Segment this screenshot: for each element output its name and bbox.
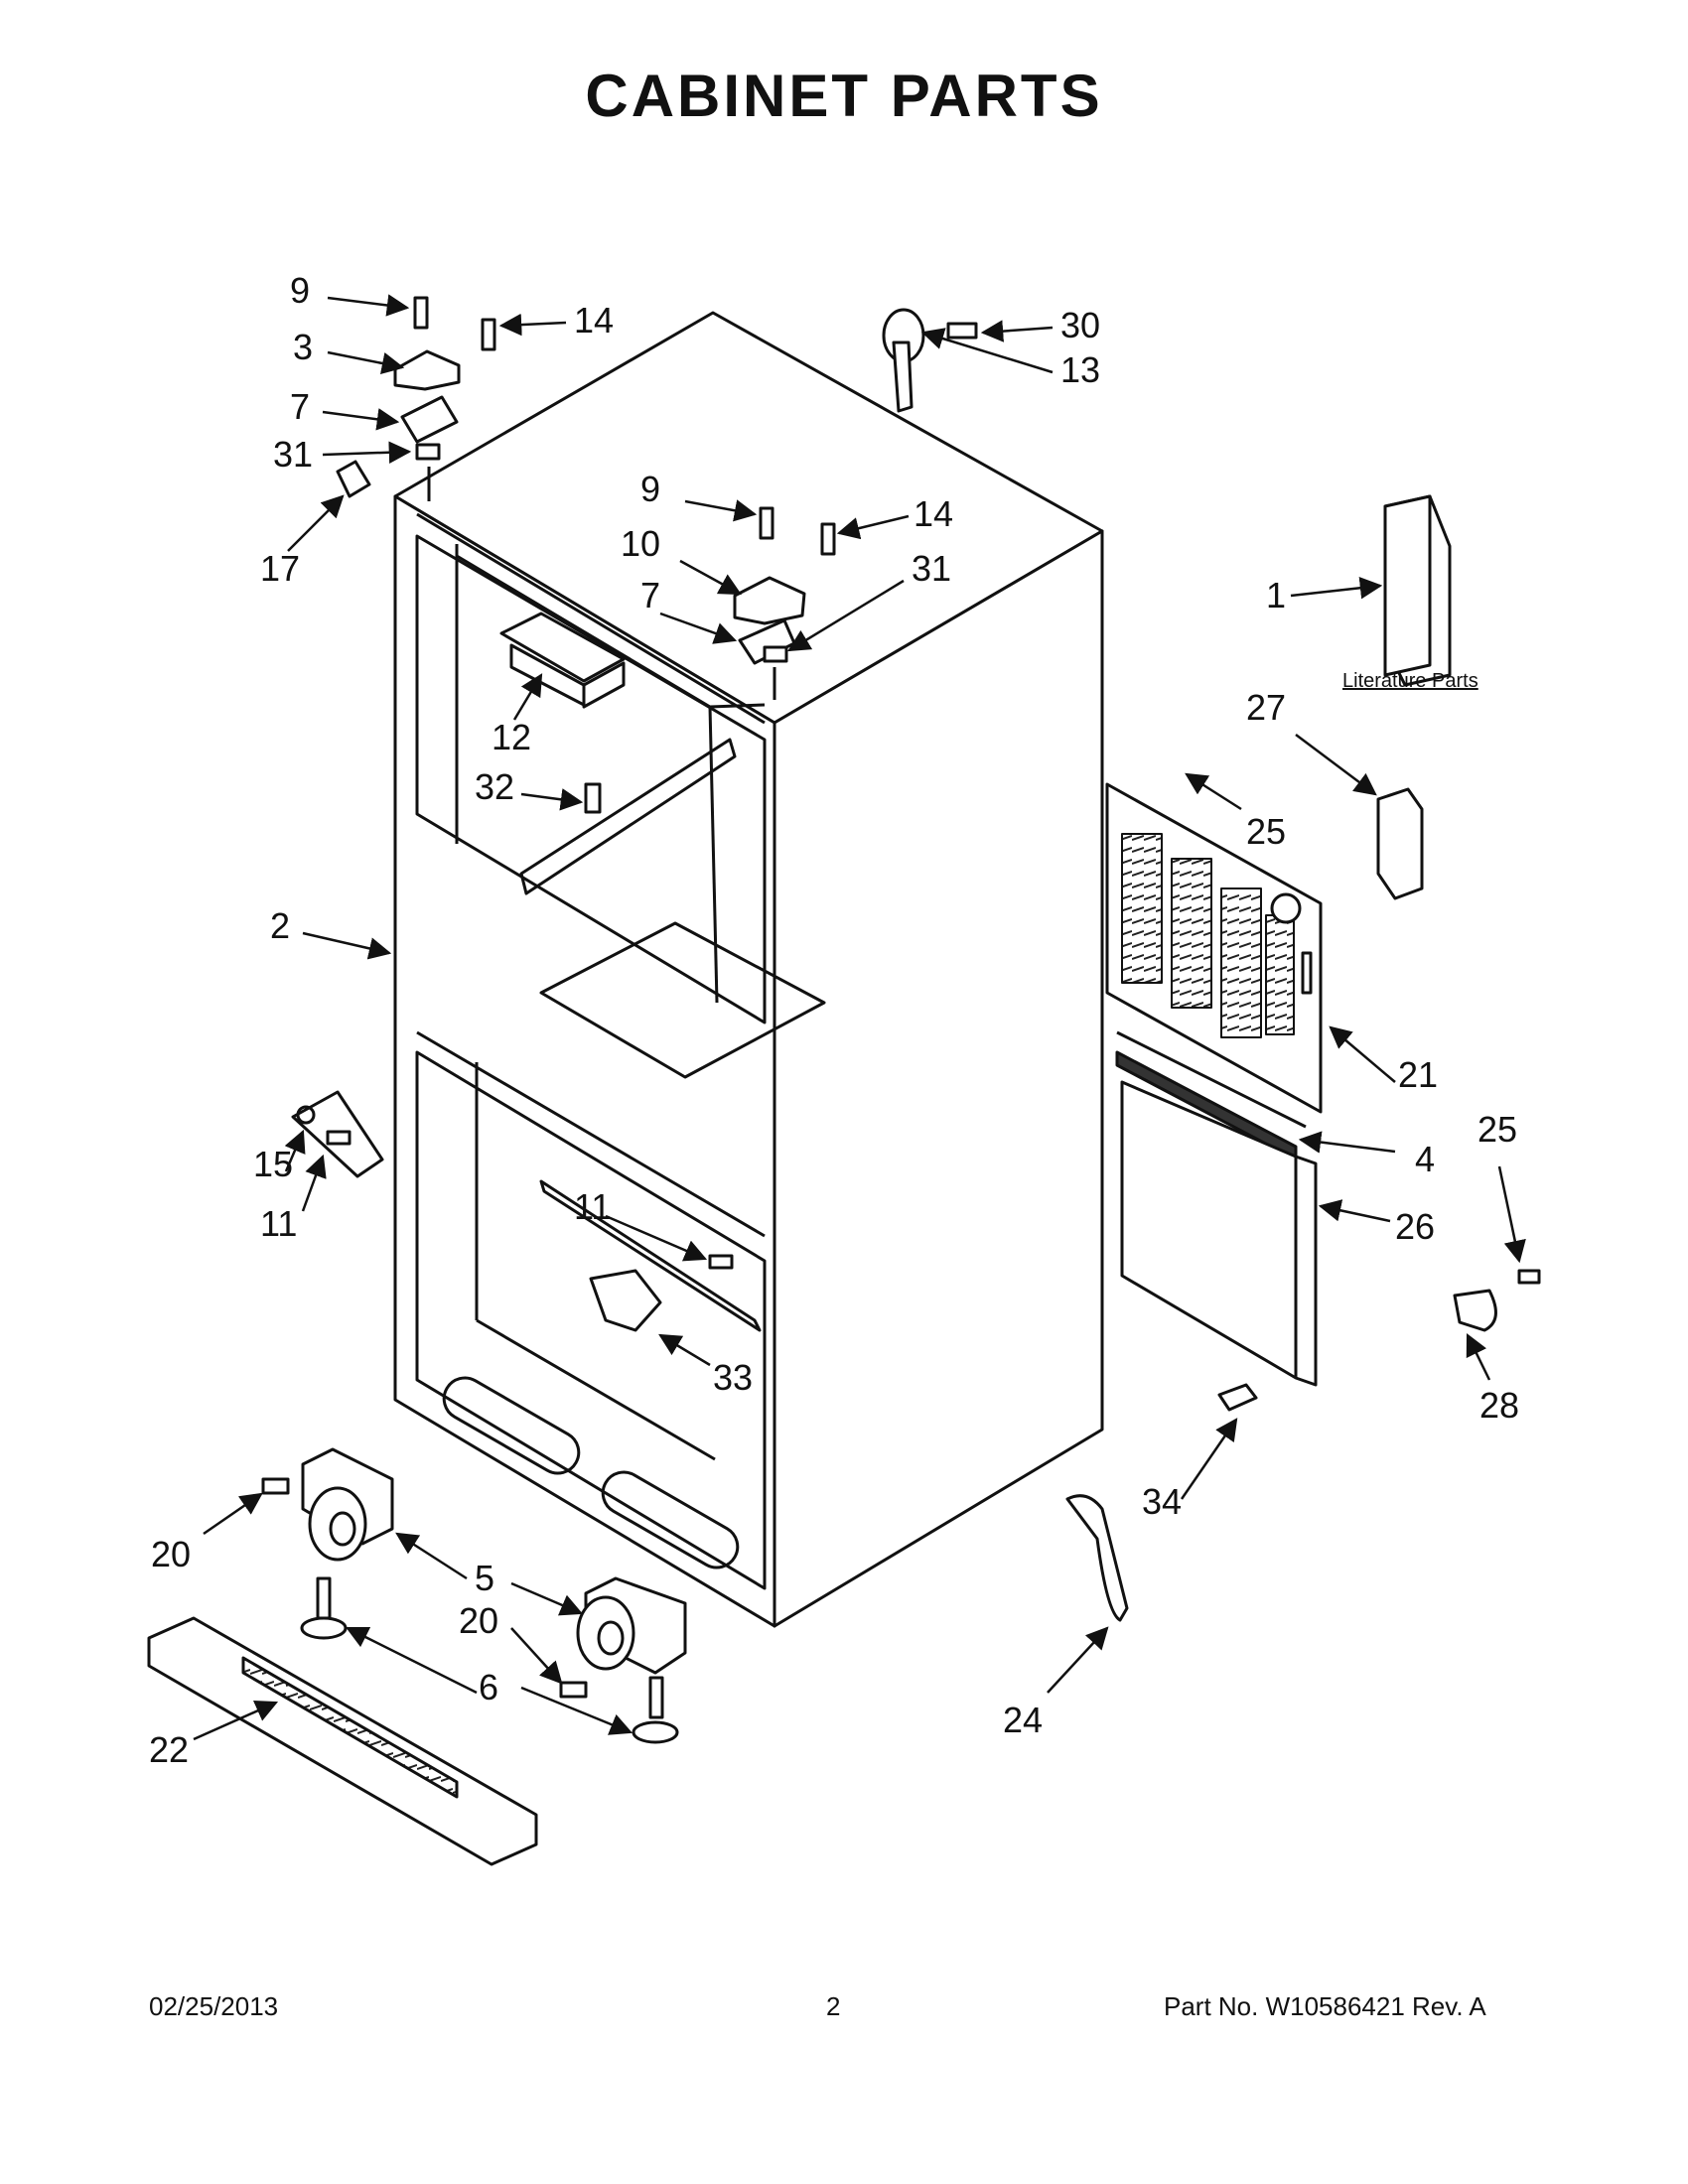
callout-14: 14 <box>574 300 614 341</box>
callout-13: 13 <box>1060 349 1100 390</box>
callout-24: 24 <box>1003 1700 1043 1740</box>
callout-33: 33 <box>713 1357 753 1398</box>
callout-9: 9 <box>640 469 660 509</box>
toe-grille <box>147 1616 538 1866</box>
callout-3: 3 <box>293 327 313 367</box>
footer-date: 02/25/2013 <box>149 1991 279 2021</box>
callout-31: 31 <box>912 548 951 589</box>
callout-12: 12 <box>492 717 531 757</box>
callout-6: 6 <box>479 1667 498 1707</box>
machine-compartment-cover <box>1105 782 1323 1129</box>
center-hinge-bracket <box>291 1090 384 1178</box>
lower-hinge-bracket <box>589 1254 734 1332</box>
page-title: CABINET PARTS <box>585 63 1103 129</box>
footer-part-number: Part No. W10586421 Rev. A <box>1164 1991 1486 2021</box>
tubing-clamp <box>1453 1269 1541 1332</box>
callout-10: 10 <box>621 523 660 564</box>
callout-17: 17 <box>260 548 300 589</box>
callout-2: 2 <box>270 905 290 946</box>
callout-25: 25 <box>1477 1109 1517 1150</box>
callout-30: 30 <box>1060 305 1100 345</box>
callout-1: 1 <box>1266 575 1286 615</box>
callout-28: 28 <box>1479 1385 1519 1426</box>
footer-page-number: 2 <box>826 1991 841 2021</box>
callout-20: 20 <box>151 1534 191 1574</box>
callout-20: 20 <box>459 1600 498 1641</box>
callout-15: 15 <box>253 1144 293 1184</box>
literature-booklet <box>1383 494 1452 687</box>
callout-26: 26 <box>1395 1206 1435 1247</box>
front-roller-right <box>559 1576 687 1744</box>
callout-21: 21 <box>1398 1054 1438 1095</box>
callout-25: 25 <box>1246 811 1286 852</box>
door-stop-bracket <box>882 308 978 413</box>
grille-clip <box>1217 1383 1258 1412</box>
front-roller-left <box>261 1447 394 1640</box>
callout-31: 31 <box>273 434 313 475</box>
callout-11: 11 <box>574 1186 611 1227</box>
center-hinge-assembly <box>733 506 836 700</box>
callout-34: 34 <box>1142 1481 1182 1522</box>
callout-27: 27 <box>1246 687 1286 728</box>
callout-7: 7 <box>290 386 310 427</box>
top-left-hinge-assembly <box>336 296 496 501</box>
callout-4: 4 <box>1415 1139 1435 1179</box>
callout-11: 11 <box>260 1203 297 1244</box>
callout-9: 9 <box>290 270 310 311</box>
water-filter-housing <box>499 612 626 814</box>
callout-labels: 9 14 3 7 31 17 30 13 9 14 10 7 31 1 Lite… <box>149 270 1519 1770</box>
literature-parts-label: Literature Parts <box>1342 670 1478 692</box>
hinge-cover <box>1376 787 1424 900</box>
callout-7: 7 <box>640 575 660 615</box>
rear-access-panel <box>1120 1080 1318 1387</box>
callout-32: 32 <box>475 766 514 807</box>
leveling-wrench <box>1065 1494 1129 1622</box>
callout-5: 5 <box>475 1558 494 1598</box>
cabinet-body <box>393 311 1104 1628</box>
callout-22: 22 <box>149 1729 189 1770</box>
callout-14: 14 <box>914 493 953 534</box>
